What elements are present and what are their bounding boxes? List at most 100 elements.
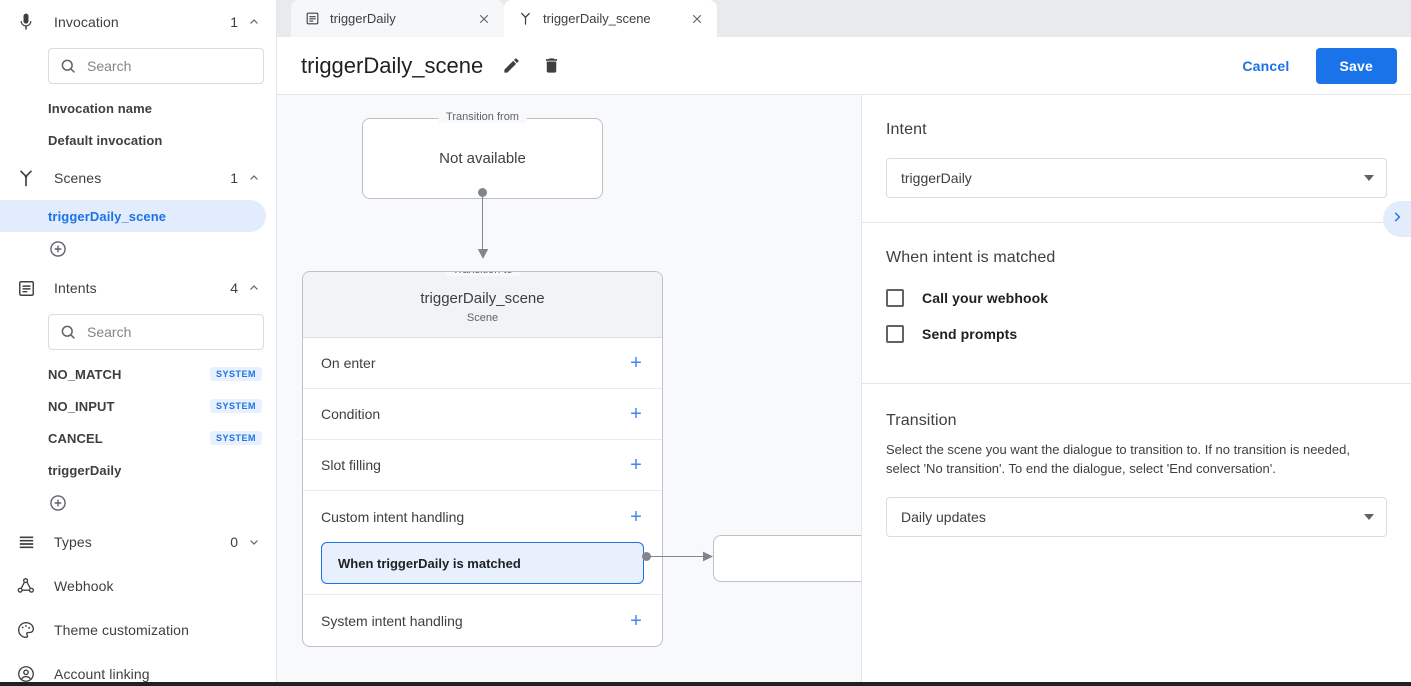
checkbox-label: Call your webhook <box>922 290 1049 306</box>
sidebar-group-scenes[interactable]: Scenes 1 <box>0 156 276 200</box>
scene-row-slot-filling[interactable]: Slot filling + <box>303 440 662 491</box>
edge-arrow-right <box>703 551 713 562</box>
intents-search-input[interactable] <box>87 324 253 340</box>
chevron-up-icon[interactable] <box>248 172 260 184</box>
scene-row-label: Condition <box>321 406 381 422</box>
scene-row-label: Custom intent handling <box>321 508 465 525</box>
scene-row-system-intent-handling[interactable]: System intent handling + <box>303 595 662 646</box>
chevron-up-icon[interactable] <box>248 282 260 294</box>
intents-list-icon <box>14 276 38 300</box>
transition-target-body: Dail <box>714 536 861 581</box>
add-circle-icon <box>50 495 66 511</box>
add-circle-icon <box>50 241 66 257</box>
sidebar-item-no-match[interactable]: NO_MATCH SYSTEM <box>0 358 276 390</box>
scene-card[interactable]: Transition to triggerDaily_scene Scene O… <box>302 271 663 647</box>
sidebar-group-invocation[interactable]: Invocation 1 <box>0 0 276 44</box>
edge-line-vertical <box>482 193 483 255</box>
sidebar-group-label: Invocation <box>54 14 119 30</box>
sidebar-item-theme-customization[interactable]: Theme customization <box>0 608 276 652</box>
scene-row-label: On enter <box>321 355 376 371</box>
pencil-icon[interactable] <box>499 54 523 78</box>
add-scene-button[interactable] <box>0 232 276 266</box>
tab-triggerdaily[interactable]: triggerDaily <box>291 0 504 37</box>
scene-card-header: triggerDaily_scene Scene <box>303 272 662 338</box>
sidebar-item-default-invocation[interactable]: Default invocation <box>0 124 276 156</box>
dropdown-caret-icon <box>1364 514 1374 520</box>
sidebar-group-label: Types <box>54 534 92 550</box>
cancel-button[interactable]: Cancel <box>1230 50 1301 82</box>
edge-dot-top <box>478 188 487 197</box>
intent-section: Intent triggerDaily <box>862 95 1411 223</box>
invocation-search-input[interactable] <box>87 58 253 74</box>
status-badge: SYSTEM <box>209 399 262 413</box>
transition-heading: Transition <box>886 412 957 429</box>
add-icon[interactable]: + <box>630 352 642 374</box>
transition-description: Select the scene you want the dialogue t… <box>886 442 1350 476</box>
intent-select[interactable]: triggerDaily <box>886 158 1387 198</box>
bottom-bar <box>0 682 1411 686</box>
trash-icon[interactable] <box>539 54 563 78</box>
close-icon[interactable] <box>477 12 493 26</box>
transition-select-value: Daily updates <box>901 509 986 525</box>
transition-target-box[interactable]: Tr Dail <box>713 535 861 582</box>
transition-select[interactable]: Daily updates <box>886 497 1387 537</box>
sidebar-item-invocation-name[interactable]: Invocation name <box>0 92 276 124</box>
intents-search-box[interactable] <box>48 314 264 350</box>
sidebar-group-label: Scenes <box>54 170 102 186</box>
add-intent-button[interactable] <box>0 486 276 520</box>
sidebar-item-triggerdaily[interactable]: triggerDaily <box>0 454 276 486</box>
intent-handler-chip[interactable]: When triggerDaily is matched <box>321 542 644 584</box>
invocation-search-box[interactable] <box>48 48 264 84</box>
sidebar-item-label: Default invocation <box>48 132 163 148</box>
scenes-branch-icon <box>14 166 38 190</box>
checkbox-call-your-webhook[interactable]: Call your webhook <box>886 289 1387 307</box>
sidebar-item-webhook[interactable]: Webhook <box>0 564 276 608</box>
intent-select-value: triggerDaily <box>901 170 972 186</box>
microphone-icon <box>14 10 38 34</box>
scene-row-condition[interactable]: Condition + <box>303 389 662 440</box>
collapse-panel-button[interactable] <box>1383 201 1411 237</box>
close-icon[interactable] <box>690 12 706 26</box>
add-icon[interactable]: + <box>630 403 642 425</box>
sidebar-item-no-input[interactable]: NO_INPUT SYSTEM <box>0 390 276 422</box>
add-icon[interactable]: + <box>630 505 642 528</box>
scene-canvas[interactable]: Transition from Not available Transition… <box>277 95 862 686</box>
sidebar-group-intents[interactable]: Intents 4 <box>0 266 276 310</box>
sidebar-group-count: 1 <box>230 14 238 30</box>
dropdown-caret-icon <box>1364 175 1374 181</box>
transition-from-legend: Transition from <box>438 111 527 123</box>
tab-bar: triggerDaily triggerDaily_scene <box>277 0 1411 37</box>
when-matched-heading: When intent is matched <box>886 249 1056 266</box>
sidebar-item-label: triggerDaily <box>48 462 122 478</box>
add-icon[interactable]: + <box>630 609 642 632</box>
sidebar-group-count: 1 <box>230 170 238 186</box>
sidebar-item-label: Webhook <box>54 578 114 594</box>
palette-icon <box>14 618 38 642</box>
sidebar-group-label: Intents <box>54 280 97 296</box>
tab-triggerdaily-scene[interactable]: triggerDaily_scene <box>504 0 717 37</box>
chevron-up-icon[interactable] <box>248 16 260 28</box>
save-button[interactable]: Save <box>1315 47 1397 84</box>
sidebar-item-label: Invocation name <box>48 100 153 116</box>
checkbox-box[interactable] <box>886 325 904 343</box>
scene-row-on-enter[interactable]: On enter + <box>303 338 662 389</box>
sidebar-item-label: NO_MATCH <box>48 366 122 382</box>
chevron-right-icon <box>1390 210 1404 229</box>
chevron-down-icon[interactable] <box>248 536 260 548</box>
sidebar-group-types[interactable]: Types 0 <box>0 520 276 564</box>
transition-from-value: Not available <box>439 150 526 167</box>
account-circle-icon <box>14 662 38 686</box>
transition-from-box[interactable]: Transition from Not available <box>362 111 603 199</box>
checkbox-send-prompts[interactable]: Send prompts <box>886 325 1387 343</box>
sidebar-item-cancel[interactable]: CANCEL SYSTEM <box>0 422 276 454</box>
scene-row-header[interactable]: Custom intent handling + <box>303 491 662 542</box>
checkbox-box[interactable] <box>886 289 904 307</box>
sidebar-item-account-linking[interactable]: Account linking <box>0 652 276 686</box>
sidebar-item-label: CANCEL <box>48 430 103 446</box>
add-icon[interactable]: + <box>630 454 642 476</box>
scene-card-title: triggerDaily_scene <box>420 290 545 307</box>
transition-section: Transition Select the scene you want the… <box>862 384 1411 561</box>
status-badge: SYSTEM <box>209 367 262 381</box>
sidebar-item-triggerdaily-scene[interactable]: triggerDaily_scene <box>0 200 266 232</box>
